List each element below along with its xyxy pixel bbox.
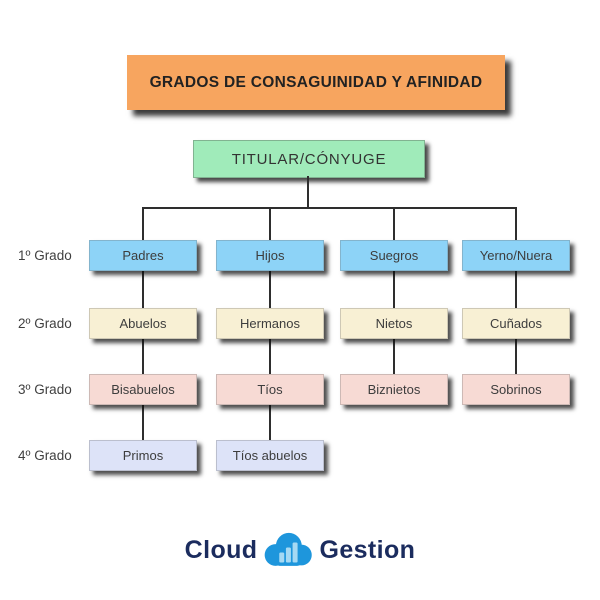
connector-bus [142, 207, 517, 209]
node-sobrinos: Sobrinos [462, 374, 570, 405]
connector-col3-drop [393, 208, 395, 240]
title-banner: GRADOS DE CONSAGUINIDAD Y AFINIDAD [127, 55, 505, 110]
root-node-titular-conyuge: TITULAR/CÓNYUGE [193, 140, 425, 178]
connector-col1-g3-g4 [142, 405, 144, 440]
connector-col4-g2-g3 [515, 339, 517, 374]
connector-col2-g3-g4 [269, 405, 271, 440]
node-hermanos: Hermanos [216, 308, 324, 339]
node-biznietos: Biznietos [340, 374, 448, 405]
connector-col2-g2-g3 [269, 339, 271, 374]
grade-label-2: 2º Grado [18, 316, 72, 331]
logo-text-gestion: Gestion [319, 535, 416, 564]
node-nietos: Nietos [340, 308, 448, 339]
node-abuelos: Abuelos [89, 308, 197, 339]
node-suegros: Suegros [340, 240, 448, 271]
connector-col1-g2-g3 [142, 339, 144, 374]
node-yerno-nuera: Yerno/Nuera [462, 240, 570, 271]
brand-logo: Cloud Gestion [0, 528, 600, 572]
node-primos: Primos [89, 440, 197, 471]
node-cunados: Cuñados [462, 308, 570, 339]
connector-col3-g1-g2 [393, 271, 395, 308]
connector-col4-drop [515, 208, 517, 240]
grade-label-3: 3º Grado [18, 382, 72, 397]
node-bisabuelos: Bisabuelos [89, 374, 197, 405]
node-hijos: Hijos [216, 240, 324, 271]
logo-text-cloud: Cloud [184, 535, 258, 564]
node-padres: Padres [89, 240, 197, 271]
cloud-bar-chart-icon [265, 532, 313, 566]
node-tios-abuelos: Tíos abuelos [216, 440, 324, 471]
connector-col2-g1-g2 [269, 271, 271, 308]
node-tios: Tíos [216, 374, 324, 405]
grade-label-1: 1º Grado [18, 248, 72, 263]
connector-col1-drop [142, 208, 144, 240]
connector-col3-g2-g3 [393, 339, 395, 374]
connector-col1-g1-g2 [142, 271, 144, 308]
connector-col2-drop [269, 208, 271, 240]
grade-label-4: 4º Grado [18, 448, 72, 463]
connector-col4-g1-g2 [515, 271, 517, 308]
connector-root-stem [307, 176, 309, 208]
